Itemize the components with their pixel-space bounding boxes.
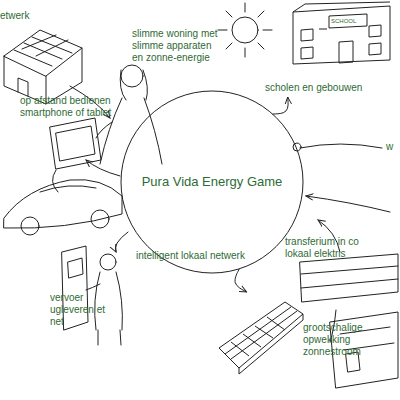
parking-levels <box>300 254 398 302</box>
node-text: scholen en gebouwen <box>265 82 395 94</box>
school-building <box>293 2 390 64</box>
school-windows <box>301 25 381 63</box>
note-label: op afstand bedienen smartphone of tablet <box>20 95 120 119</box>
tablet-sketch <box>50 118 101 169</box>
school-sign <box>329 14 367 28</box>
house-roof <box>4 30 82 76</box>
flow-lines <box>52 86 390 342</box>
car-sketch <box>4 180 122 235</box>
car-wheel <box>91 210 109 228</box>
note-label: vervoer ugleveren et net <box>50 292 108 328</box>
node-title: Pura Vida Energy Game <box>132 174 292 189</box>
roof-panels <box>14 35 72 66</box>
charging-station <box>62 246 88 330</box>
leader-line <box>52 170 58 192</box>
car-wheel <box>21 217 39 235</box>
woman-hair <box>120 70 147 100</box>
man-head <box>100 254 116 270</box>
sun <box>218 3 272 57</box>
leader-line <box>306 196 390 212</box>
connector-arrow <box>273 97 289 114</box>
house-sketch <box>4 30 82 104</box>
game-circle <box>121 91 303 273</box>
school-node: SCHOOL scholen en gebouwen <box>265 2 395 97</box>
sun-disc <box>232 17 258 43</box>
car-body <box>4 180 122 229</box>
panel-grid <box>225 307 303 374</box>
node-text: SCHOOL <box>331 18 365 25</box>
panel-node: grootschalige opwekking zonnestroom <box>215 292 305 377</box>
note-label: slimme woning met slimme apparaten en zo… <box>132 28 224 64</box>
node-title: grootschalige opwekking zonnestroom <box>303 322 395 358</box>
circle-node: Pura Vida Energy Game <box>120 90 304 274</box>
note-label: etwerk <box>0 10 40 22</box>
panel-outline <box>215 292 305 377</box>
note-label: transferium in co lokaal elektris <box>285 236 385 260</box>
sun-rays <box>218 3 272 57</box>
leader-line <box>86 160 120 176</box>
woman-head <box>121 65 143 87</box>
tablet <box>50 118 101 169</box>
leader-line <box>300 144 382 148</box>
leader-line <box>115 232 128 252</box>
transferium-sketch <box>300 254 398 388</box>
note-label: intelligent lokaal netwerk <box>136 250 276 262</box>
connector-arrow <box>235 269 247 292</box>
note-label: w <box>386 141 398 153</box>
